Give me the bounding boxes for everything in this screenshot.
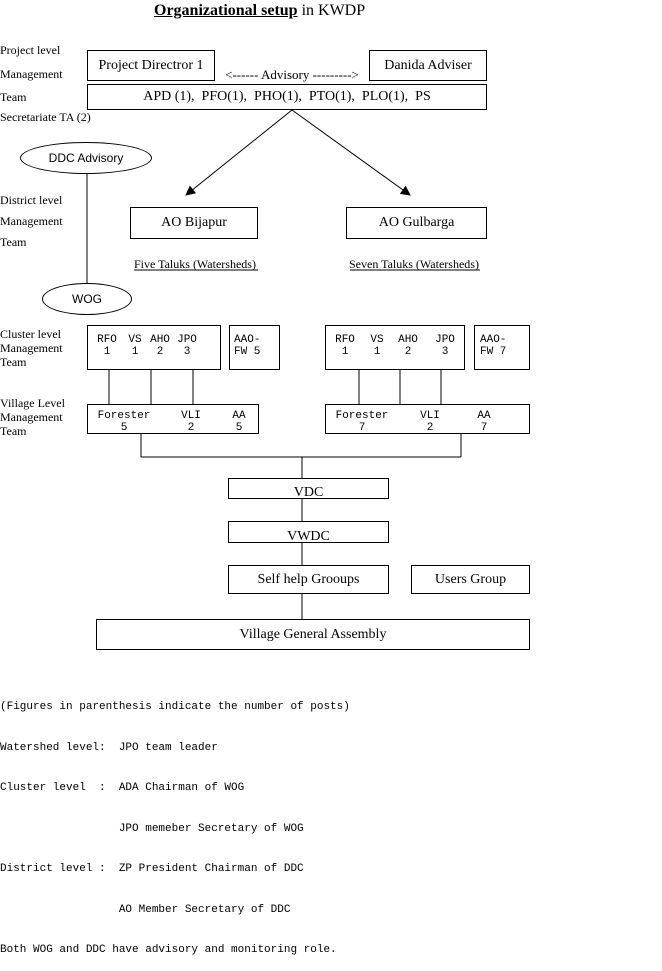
- village-general-assembly-box: Village General Assembly: [96, 619, 530, 650]
- project-team-label: APD (1), PFO(1), PHO(1), PTO(1), PLO(1),…: [143, 89, 431, 104]
- taluks-left: Five Taluks (Watersheds): [134, 257, 256, 271]
- wog-label: WOG: [72, 292, 102, 306]
- vwdc-box: VWDC: [228, 521, 389, 543]
- connector-lines: [86, 109, 480, 619]
- ao-bijapur-label: AO Bijapur: [161, 215, 227, 230]
- users-group-box: Users Group: [411, 565, 530, 594]
- users-group-label: Users Group: [434, 571, 507, 587]
- note-line: (Figures in parenthesis indicate the num…: [0, 701, 350, 713]
- ao-gulbarga-box: AO Gulbarga: [346, 207, 487, 239]
- self-help-groups-box: Self help Grooups: [228, 565, 389, 594]
- danida-adviser-box: Danida Adviser: [369, 50, 487, 81]
- aao-fw-box-left: AAO-FW 5: [229, 325, 280, 370]
- danida-adviser-label: Danida Adviser: [384, 57, 472, 73]
- project-team-box: APD (1), PFO(1), PHO(1), PTO(1), PLO(1),…: [87, 84, 487, 110]
- advisory-arrow-label: <------ Advisory --------->: [225, 67, 359, 82]
- label-cluster-level: Cluster level Management Team: [0, 327, 63, 369]
- vdc-label: VDC: [293, 485, 324, 499]
- footnotes: (Figures in parenthesis indicate the num…: [0, 674, 350, 971]
- aao-fw-box-right: AAO-FW 7: [474, 325, 530, 370]
- label-village-level: Village Level Management Team: [0, 396, 65, 438]
- ao-gulbarga-label: AO Gulbarga: [378, 215, 455, 230]
- vwdc-label: VWDC: [287, 529, 330, 543]
- arrow-to-ao-gulbarga: [291, 109, 411, 196]
- project-director-box: Project Directror 1: [87, 50, 215, 81]
- label-district-level: District level Management Team: [0, 193, 63, 249]
- ao-bijapur-box: AO Bijapur: [130, 207, 258, 239]
- note-line: Both WOG and DDC have advisory and monit…: [0, 944, 337, 956]
- village-general-assembly-label: Village General Assembly: [239, 626, 387, 642]
- title-main: Organizational setup: [154, 2, 298, 19]
- note-line: District level : ZP President Chairman o…: [0, 863, 304, 875]
- ddc-advisory-label: DDC Advisory: [48, 151, 124, 165]
- vdc-box: VDC: [228, 478, 389, 499]
- wog-ellipse: WOG: [42, 283, 132, 315]
- note-line: Cluster level : ADA Chairman of WOG: [0, 782, 245, 794]
- project-director-label: Project Directror 1: [98, 57, 204, 73]
- self-help-groups-label: Self help Grooups: [257, 571, 360, 587]
- taluks-right: Seven Taluks (Watersheds): [349, 257, 479, 271]
- label-project-level: Project level Management Team Secretaria…: [0, 43, 91, 124]
- note-line: Watershed level: JPO team leader: [0, 741, 218, 754]
- note-line: AO Member Secretary of DDC: [0, 903, 291, 916]
- page-title: Organizational setup in KWDP: [154, 2, 365, 20]
- arrow-to-ao-bijapur: [185, 109, 293, 196]
- ddc-advisory-ellipse: DDC Advisory: [20, 142, 152, 174]
- title-suffix: in KWDP: [297, 2, 366, 19]
- note-line: JPO memeber Secretary of WOG: [0, 822, 304, 835]
